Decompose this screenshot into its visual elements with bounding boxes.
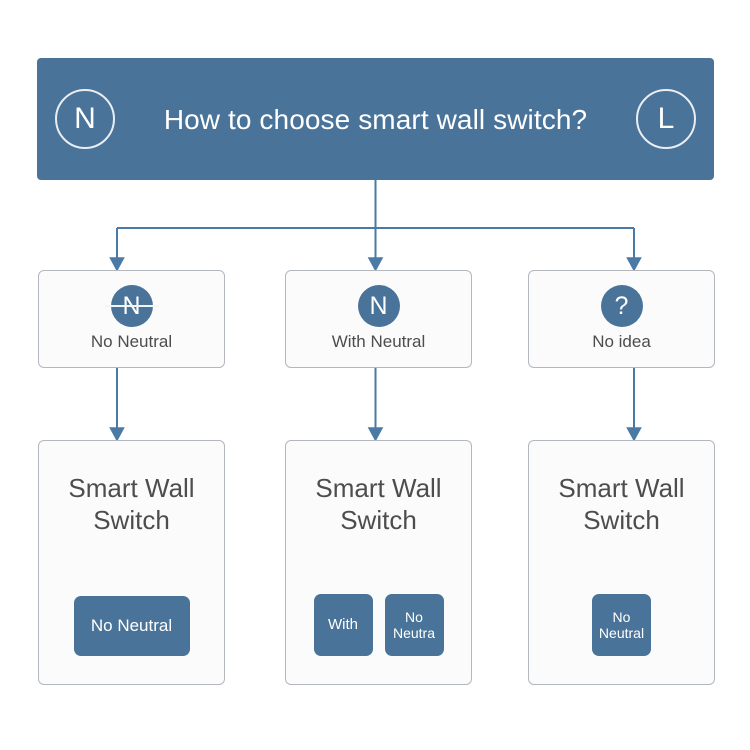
live-terminal-icon: L bbox=[636, 89, 696, 149]
badge-glyph: N bbox=[369, 291, 388, 320]
product-title: Smart Wall Switch bbox=[558, 473, 685, 535]
product-card-with-neutral[interactable]: Smart Wall Switch With No Neutra bbox=[285, 440, 472, 685]
neutral-terminal-label: N bbox=[74, 102, 96, 135]
product-card-no-neutral[interactable]: Smart Wall Switch No Neutral bbox=[38, 440, 225, 685]
option-label: With Neutral bbox=[331, 332, 426, 352]
chip-no-neutra[interactable]: No Neutra bbox=[384, 594, 444, 656]
product-title: Smart Wall Switch bbox=[315, 473, 442, 535]
n-terminal-icon: N bbox=[357, 285, 400, 328]
badge-glyph: N bbox=[122, 291, 141, 320]
product-title: Smart Wall Switch bbox=[68, 473, 195, 535]
n-terminal-struck-icon: N bbox=[104, 285, 159, 328]
option-box-with-neutral[interactable]: N With Neutral bbox=[285, 270, 472, 368]
page-title: How to choose smart wall switch? bbox=[163, 103, 588, 135]
chip-no-neutral[interactable]: No Neutral bbox=[73, 596, 190, 656]
live-terminal-label: L bbox=[657, 102, 675, 135]
badge-glyph: ? bbox=[614, 291, 629, 320]
question-mark-icon: ? bbox=[600, 285, 643, 328]
option-box-no-neutral[interactable]: N No Neutral bbox=[38, 270, 225, 368]
chip-row: With No Neutra bbox=[286, 594, 471, 656]
option-label: No idea bbox=[592, 332, 651, 352]
chip-no-neutral[interactable]: No Neutral bbox=[592, 594, 651, 656]
neutral-terminal-icon: N bbox=[55, 89, 115, 149]
chip-row: No Neutral bbox=[39, 596, 224, 656]
option-label: No Neutral bbox=[90, 332, 173, 352]
option-box-no-idea[interactable]: ? No idea bbox=[528, 270, 715, 368]
chip-row: No Neutral bbox=[529, 594, 714, 656]
product-card-no-idea[interactable]: Smart Wall Switch No Neutral bbox=[528, 440, 715, 685]
chip-with[interactable]: With bbox=[313, 594, 373, 656]
header-banner: N How to choose smart wall switch? L bbox=[37, 58, 714, 180]
